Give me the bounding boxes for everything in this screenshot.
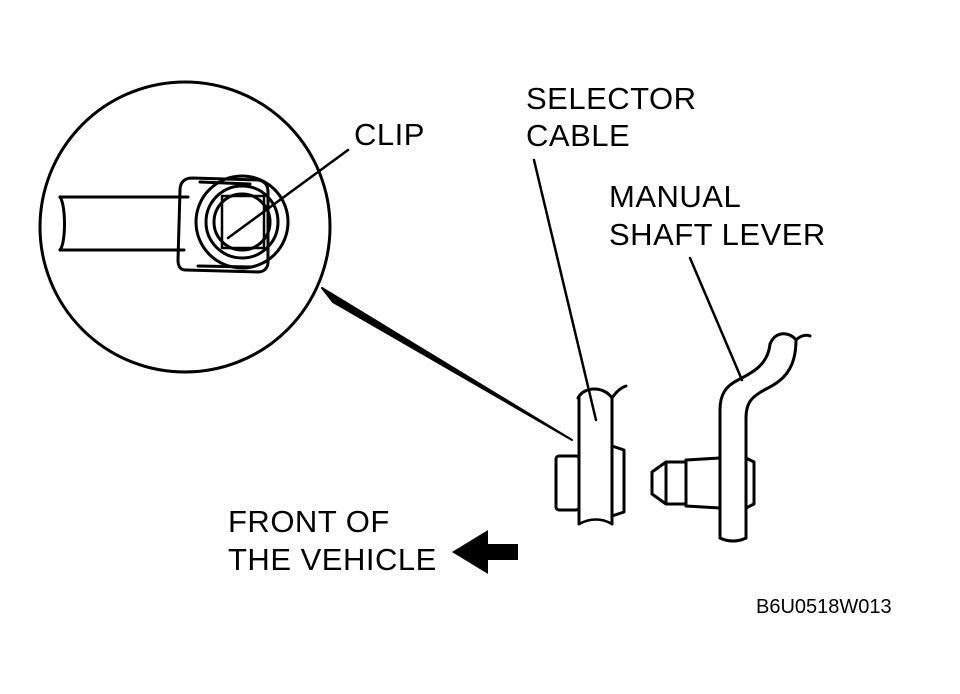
- arrow-left-icon: [452, 530, 518, 574]
- selector-cable: [554, 384, 628, 526]
- selector-cable-leader: [532, 158, 598, 422]
- manual-shaft-lever-leader: [688, 256, 744, 382]
- clip-label: CLIP: [354, 117, 425, 152]
- front-of-vehicle-label-line2: THE VEHICLE: [228, 542, 437, 577]
- clip-leader: [226, 148, 350, 240]
- detail-circle: [38, 80, 332, 374]
- cable-rod-detail: [58, 195, 190, 252]
- manual-shaft-lever-label-line1: MANUAL: [609, 179, 742, 214]
- selector-cable-label-line2: CABLE: [526, 118, 631, 153]
- detail-callout-wedge: [321, 287, 573, 441]
- pin-end-detail: [194, 174, 290, 270]
- manual-shaft-lever-label-line2: SHAFT LEVER: [609, 217, 826, 252]
- front-of-vehicle-label-line1: FRONT OF: [228, 504, 390, 539]
- figure-code: B6U0518W013: [756, 596, 892, 618]
- manual-shaft-lever: [650, 332, 812, 543]
- selector-cable-label-line1: SELECTOR: [526, 81, 697, 116]
